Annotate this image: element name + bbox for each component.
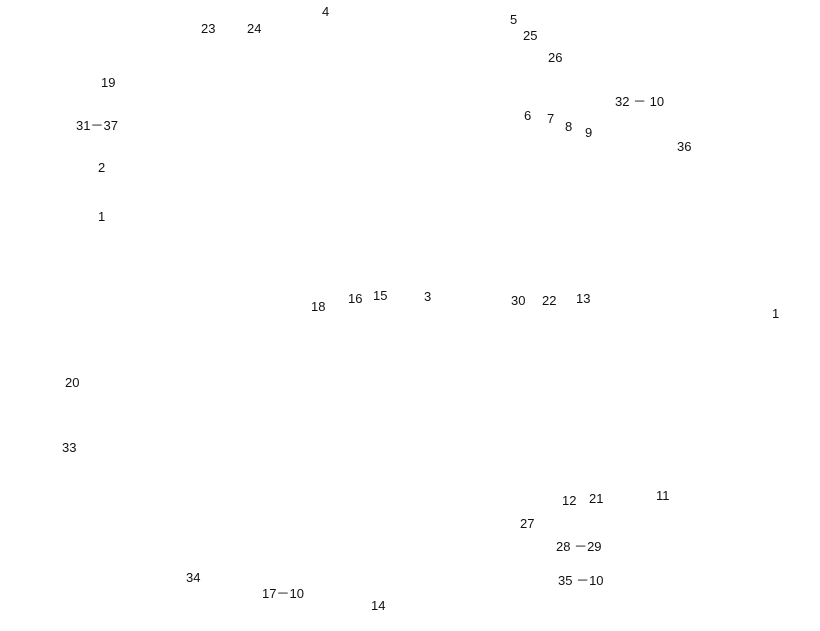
callout-label-9: 9 bbox=[585, 125, 592, 140]
callout-label-25: 25 bbox=[523, 28, 537, 43]
callout-label-21: 21 bbox=[589, 491, 603, 506]
callout-label-15: 15 bbox=[373, 288, 387, 303]
callout-label-5: 5 bbox=[510, 12, 517, 27]
callout-label-8: 8 bbox=[565, 119, 572, 134]
callout-label-27: 27 bbox=[520, 516, 534, 531]
callout-label-2: 2 bbox=[98, 160, 105, 175]
callout-label-11: 11 bbox=[656, 488, 670, 503]
callout-label-24: 24 bbox=[247, 21, 261, 36]
callout-label-30: 30 bbox=[511, 293, 525, 308]
callout-label-31: 31－37 bbox=[76, 118, 118, 133]
callout-label-12: 12 bbox=[562, 493, 576, 508]
callout-label-18: 18 bbox=[311, 299, 325, 314]
callout-label-4: 4 bbox=[322, 4, 329, 19]
callout-label-28: 28 －29 bbox=[556, 539, 602, 554]
callout-label-7: 7 bbox=[547, 111, 554, 126]
callout-label-3: 3 bbox=[424, 289, 431, 304]
callout-label-20: 20 bbox=[65, 375, 79, 390]
callout-label-26: 26 bbox=[548, 50, 562, 65]
callout-label-34: 34 bbox=[186, 570, 200, 585]
callout-label-17: 17－10 bbox=[262, 586, 304, 601]
callout-label-22: 22 bbox=[542, 293, 556, 308]
callout-label-35: 35 －10 bbox=[558, 573, 604, 588]
callout-label-1-top: 1 bbox=[98, 209, 105, 224]
callout-label-33: 33 bbox=[62, 440, 76, 455]
callout-label-6: 6 bbox=[524, 108, 531, 123]
callout-labels: 23 24 4 5 25 26 19 31－37 2 1 6 7 8 9 32 … bbox=[62, 4, 779, 613]
callout-label-36: 36 bbox=[677, 139, 691, 154]
callout-label-32: 32 － 10 bbox=[615, 94, 664, 109]
callout-label-13: 13 bbox=[576, 291, 590, 306]
callout-label-1-right: 1 bbox=[772, 306, 779, 321]
callout-label-14: 14 bbox=[371, 598, 385, 613]
callout-label-23: 23 bbox=[201, 21, 215, 36]
callout-label-16: 16 bbox=[348, 291, 362, 306]
callout-label-19: 19 bbox=[101, 75, 115, 90]
